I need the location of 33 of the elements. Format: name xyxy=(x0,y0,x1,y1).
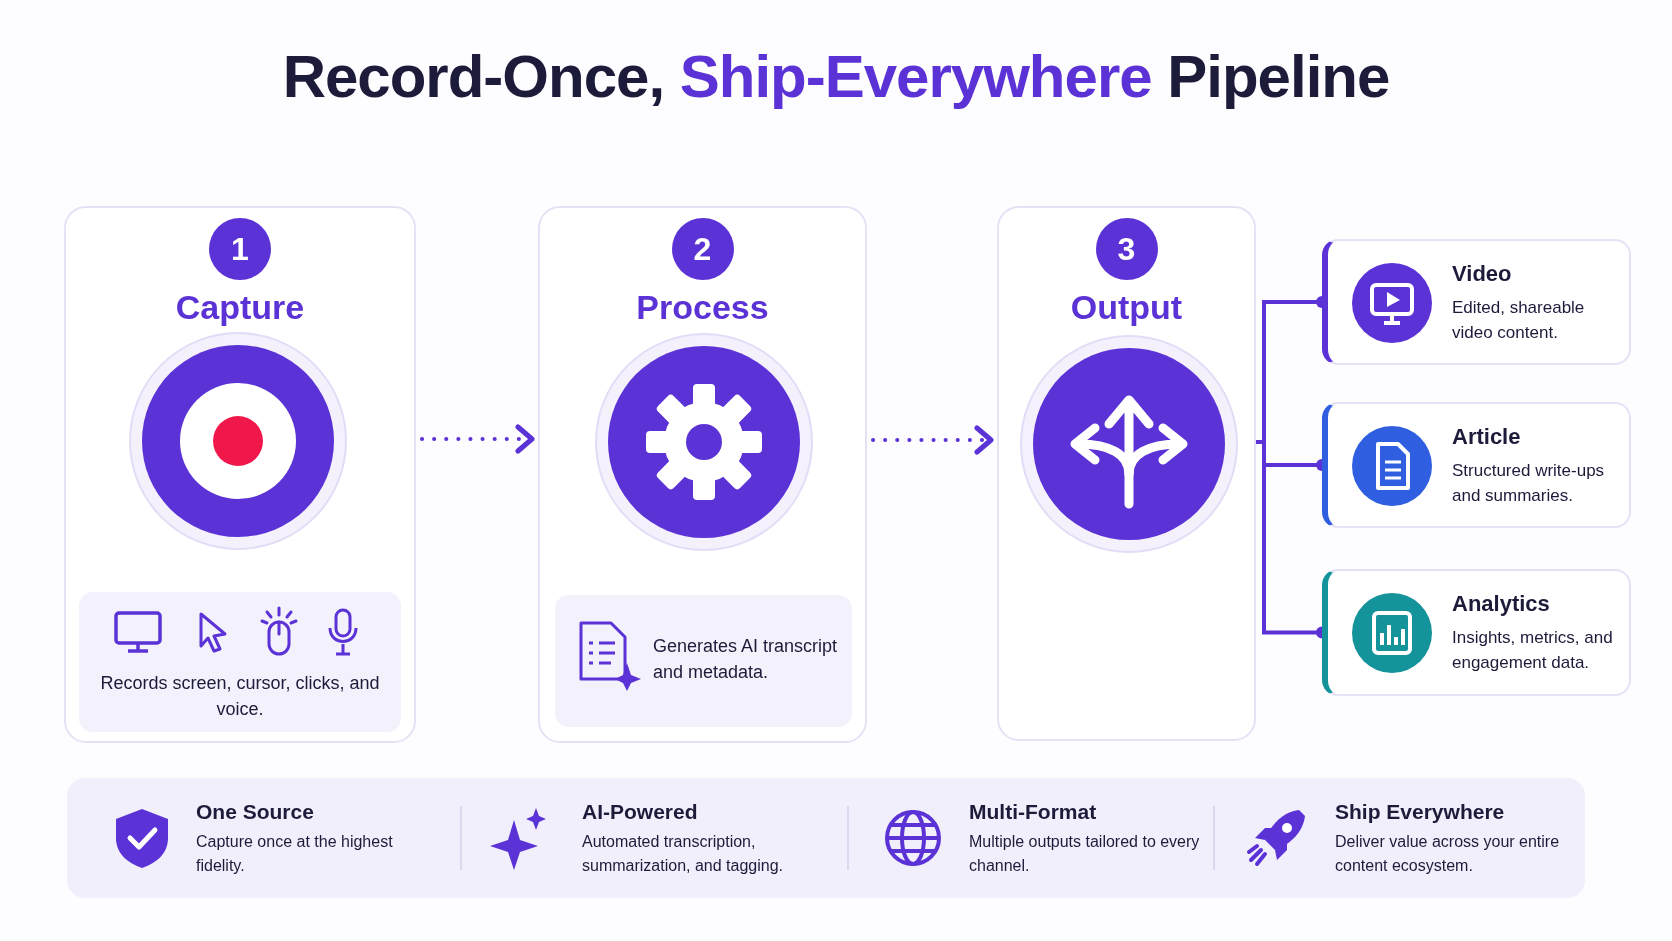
feature-title: AI-Powered xyxy=(582,800,698,824)
step-card xyxy=(64,206,416,743)
card-description: Edited, shareable video content. xyxy=(1452,297,1586,344)
card-title: Video xyxy=(1452,261,1512,287)
step-number: 1 xyxy=(209,218,271,280)
step-title: Output xyxy=(1069,288,1184,327)
step-title: Process xyxy=(635,288,770,327)
card-description: Insights, metrics, and engagement data. xyxy=(1452,627,1614,674)
feature-title: Multi-Format xyxy=(969,800,1097,824)
card-title: Article xyxy=(1452,424,1521,450)
description: Records screen, cursor, clicks, and voice. xyxy=(99,672,381,721)
card-description: Structured write-ups and summaries. xyxy=(1452,460,1606,507)
feature-description: Multiple outputs tailored to every channel. xyxy=(969,832,1201,876)
arrow xyxy=(871,425,994,455)
output-card xyxy=(1322,402,1631,528)
info-panel xyxy=(79,592,401,732)
feature-description: Deliver value across your entire content ecosystem. xyxy=(1335,832,1561,876)
feature-title: Ship Everywhere xyxy=(1335,800,1505,824)
feature-title: One Source xyxy=(196,800,314,824)
card-title: Analytics xyxy=(1452,591,1550,617)
feature-description: Automated transcription, summarization, and tagging. xyxy=(582,832,784,876)
output-card xyxy=(1322,239,1631,365)
step-number: 2 xyxy=(671,218,734,280)
info-panel xyxy=(555,595,852,727)
step-number: 3 xyxy=(1095,218,1158,280)
description: Generates AI transcript and metadata. xyxy=(653,635,839,684)
output-card xyxy=(1322,569,1631,696)
step-card xyxy=(997,206,1256,741)
step-card xyxy=(538,206,867,743)
title: Record-Once, Ship-Everywhere Pipeline xyxy=(281,42,1391,111)
arrow xyxy=(420,424,535,454)
feature-description: Capture once at the highest fidelity. xyxy=(196,832,394,876)
step-title: Capture xyxy=(174,288,306,327)
